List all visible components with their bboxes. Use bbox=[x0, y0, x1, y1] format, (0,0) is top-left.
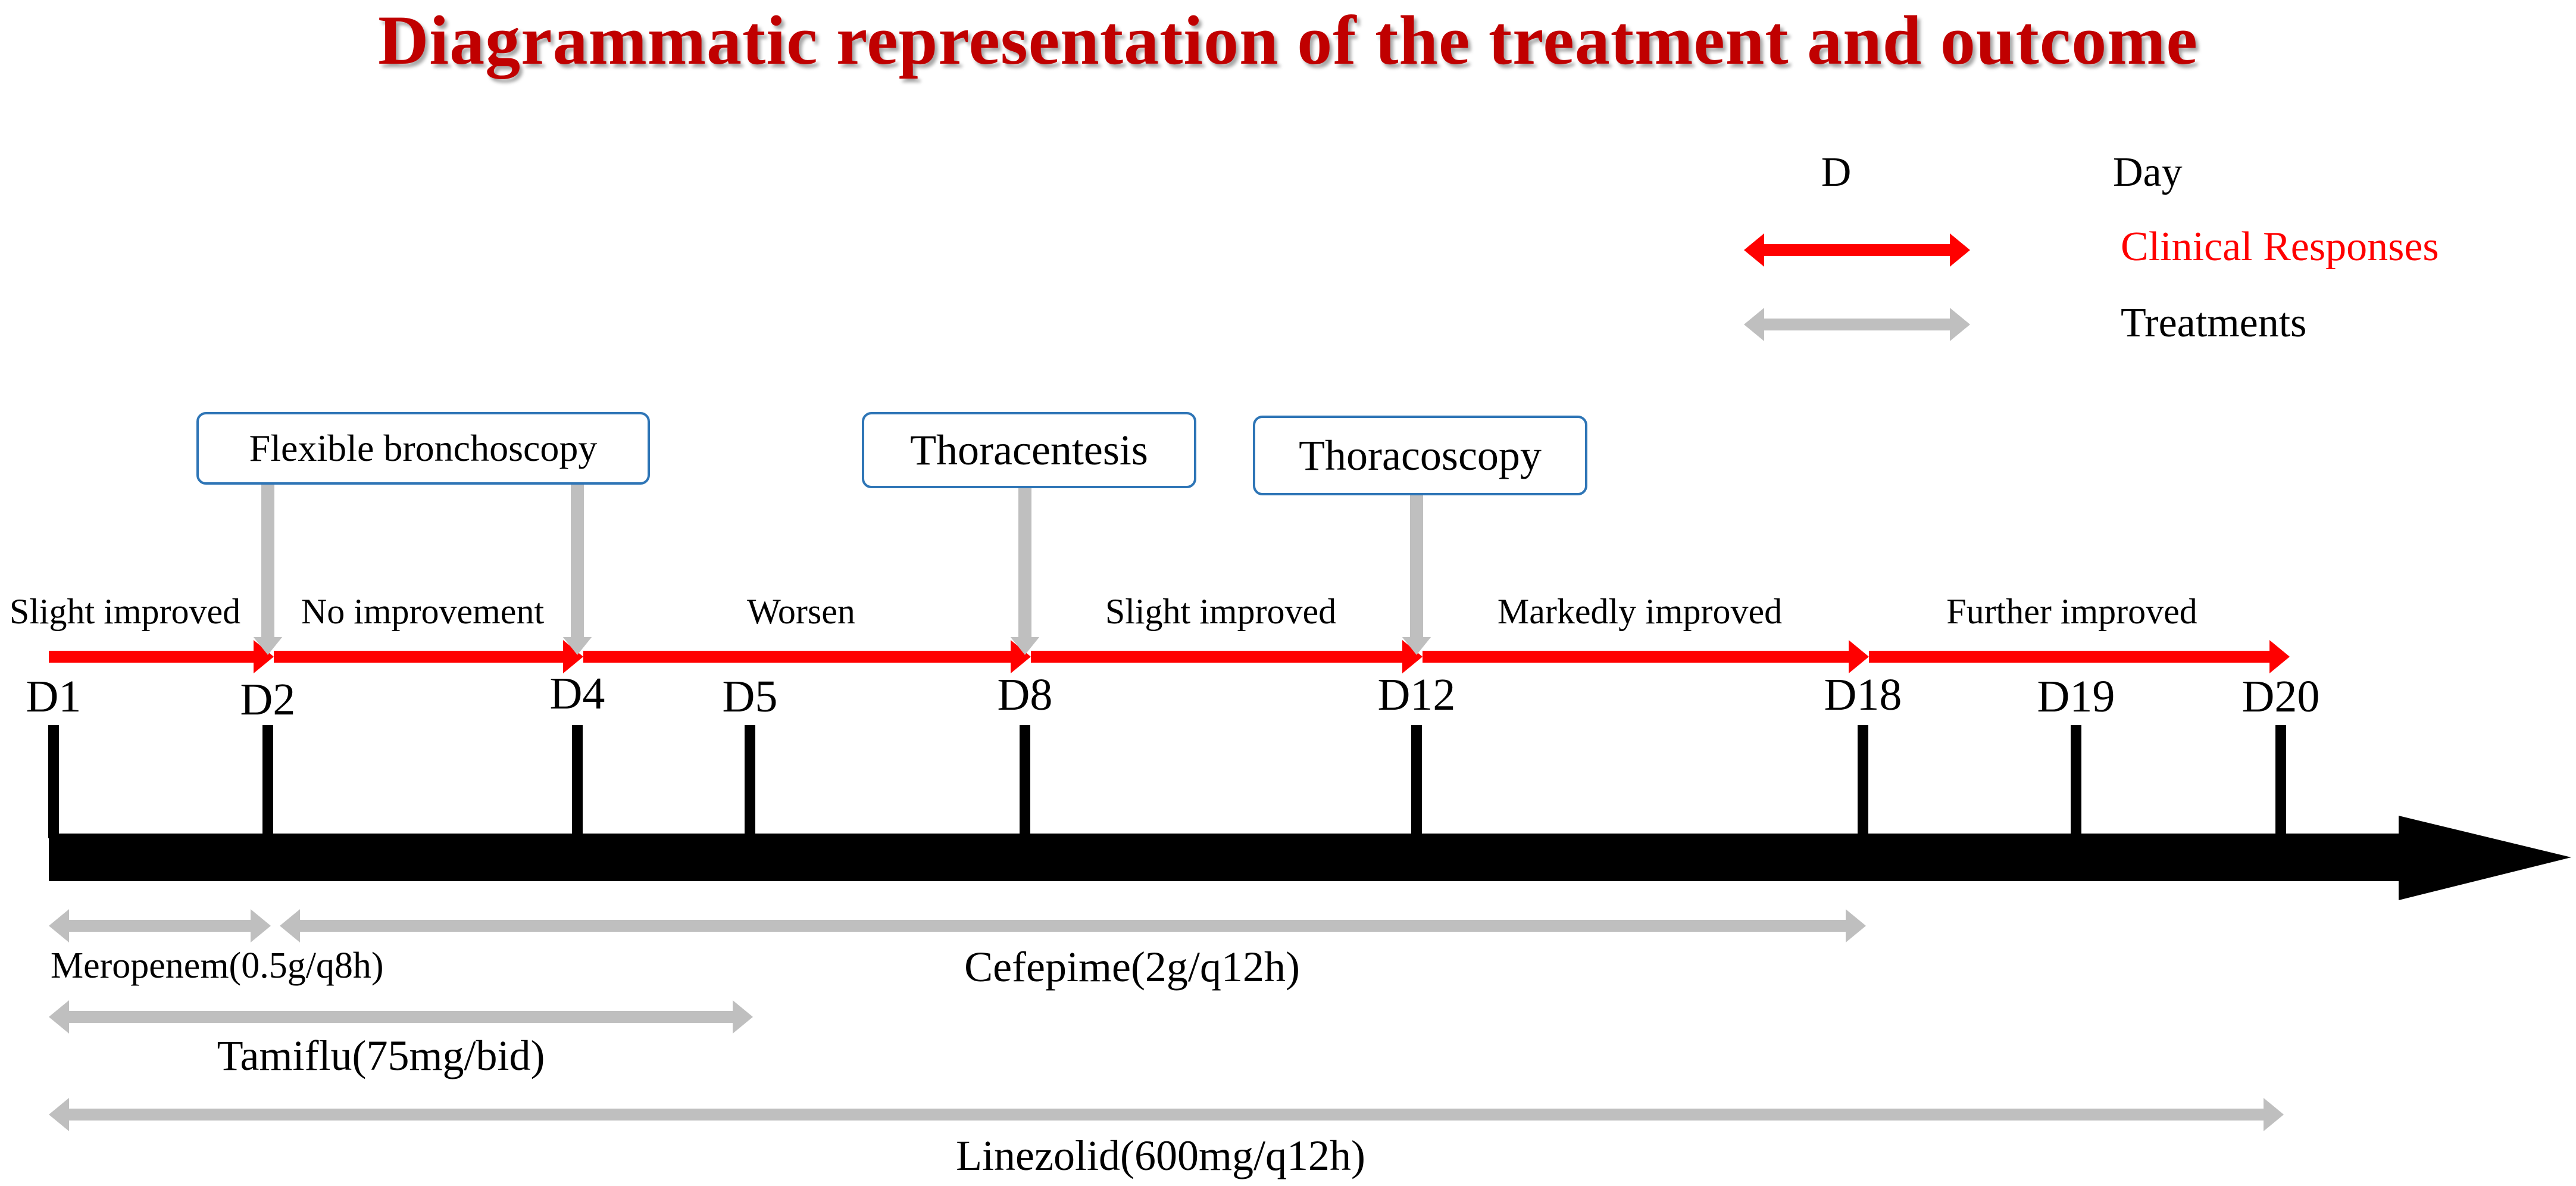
treatment-label: Linezolid(600mg/q12h) bbox=[956, 1132, 1365, 1179]
timeline-axis bbox=[49, 816, 2571, 900]
clinical-response-label: Worsen bbox=[747, 592, 855, 631]
treatment-arrow bbox=[49, 1098, 2284, 1131]
legend-day-label: Day bbox=[2113, 149, 2183, 195]
clinical-response-arrow bbox=[1031, 640, 1423, 673]
clinical-response-arrow bbox=[274, 640, 583, 673]
procedure-connector-arrow bbox=[253, 485, 283, 655]
clinical-response-arrow bbox=[1423, 640, 1869, 673]
legend-treatment-arrow-icon bbox=[1744, 308, 1970, 341]
clinical-response-label: Markedly improved bbox=[1498, 592, 1782, 631]
day-label: D20 bbox=[2242, 672, 2320, 722]
legend-clinical-label: Clinical Responses bbox=[2121, 224, 2439, 270]
treatment-label: Tamiflu(75mg/bid) bbox=[217, 1032, 545, 1079]
day-label: D5 bbox=[723, 672, 778, 722]
diagram-title: Diagrammatic representation of the treat… bbox=[378, 1, 2198, 79]
day-tick bbox=[745, 725, 755, 838]
clinical-response-label: Slight improved bbox=[1105, 592, 1336, 631]
day-tick bbox=[2275, 725, 2286, 838]
procedure-connector-arrow bbox=[1402, 495, 1431, 655]
day-tick bbox=[572, 725, 583, 838]
legend-red-arrow-shape bbox=[1744, 233, 1970, 267]
procedure-callout: Thoracoscopy bbox=[1253, 416, 1587, 495]
clinical-response-arrow bbox=[1869, 640, 2290, 673]
timeline-axis-arrow bbox=[49, 816, 2571, 900]
treatment-arrow bbox=[49, 1000, 753, 1034]
procedure-callout: Flexible bronchoscopy bbox=[196, 412, 650, 485]
treatment-arrow bbox=[280, 909, 1866, 942]
clinical-response-arrow bbox=[583, 640, 1031, 673]
day-label: D8 bbox=[998, 670, 1053, 720]
day-label: D12 bbox=[1378, 670, 1456, 720]
legend-day-symbol: D bbox=[1821, 149, 1852, 195]
legend-treatment-label: Treatments bbox=[2121, 300, 2306, 346]
day-tick bbox=[262, 725, 273, 838]
clinical-response-arrow bbox=[49, 640, 274, 673]
day-tick bbox=[1858, 725, 1868, 838]
procedure-connector-arrow bbox=[1010, 488, 1040, 655]
day-label: D1 bbox=[26, 672, 82, 722]
legend-clinical-arrow-icon bbox=[1744, 233, 1970, 267]
clinical-response-label: No improvement bbox=[301, 592, 545, 631]
treatment-arrow bbox=[49, 909, 271, 942]
treatment-label: Cefepime(2g/q12h) bbox=[964, 943, 1300, 991]
day-tick bbox=[1020, 725, 1030, 838]
legend-gray-arrow-shape bbox=[1744, 308, 1970, 341]
procedure-callout: Thoracentesis bbox=[862, 412, 1196, 488]
day-label: D4 bbox=[550, 669, 605, 719]
day-tick bbox=[2071, 725, 2081, 838]
clinical-response-label: Slight improved bbox=[10, 592, 240, 631]
treatment-label: Meropenem(0.5g/q8h) bbox=[51, 945, 384, 986]
legend: D Day Clinical Responses Treatments bbox=[1744, 149, 2439, 346]
day-label: D18 bbox=[1824, 670, 1902, 720]
day-tick bbox=[1411, 725, 1422, 838]
day-label: D2 bbox=[240, 675, 296, 725]
day-label: D19 bbox=[2037, 672, 2115, 722]
clinical-response-label: Further improved bbox=[1946, 592, 2197, 631]
day-tick bbox=[48, 725, 59, 838]
procedure-connector-arrow bbox=[562, 485, 592, 655]
